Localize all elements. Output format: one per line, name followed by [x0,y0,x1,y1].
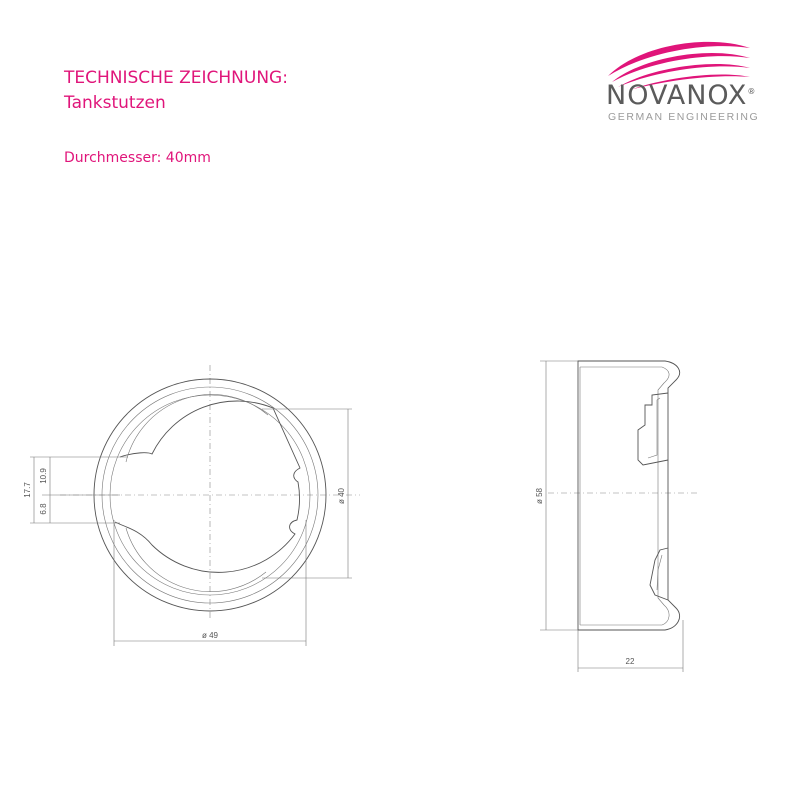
side-body-outline [577,360,680,631]
side-top-notch-inner [647,397,661,459]
diameter-subtitle: Durchmesser: 40mm [64,150,211,166]
side-body-inner [580,366,670,626]
side-bottom-notch [649,547,669,601]
brand-tagline: GERMAN ENGINEERING [608,111,760,123]
side-top-notch [637,392,669,466]
front-bayonet-inner [125,394,269,592]
drawing-title: TECHNISCHE ZEICHNUNG: Tankstutzen [64,66,288,116]
brand-name: NOVANOX® [606,80,757,111]
dim-label-22: 22 [626,657,635,666]
dim-label-d58: ø 58 [535,487,544,504]
dim-label-17-7: 17.7 [23,482,32,498]
title-line-1: TECHNISCHE ZEICHNUNG: [64,68,288,88]
side-bottom-notch-inner [656,554,663,591]
front-bayonet-opening [114,400,301,573]
dim-label-d40: ø 40 [337,487,346,504]
novanox-logo-swoosh [608,41,750,90]
dim-label-6-8: 6.8 [39,503,48,515]
dim-label-10-9: 10.9 [39,468,48,484]
front-view: 17.7 10.9 6.8 ø 40 ø 49 [23,365,360,646]
title-line-2: Tankstutzen [64,93,166,113]
dim-label-d49: ø 49 [202,631,219,640]
side-view: ø 58 22 [535,360,700,672]
